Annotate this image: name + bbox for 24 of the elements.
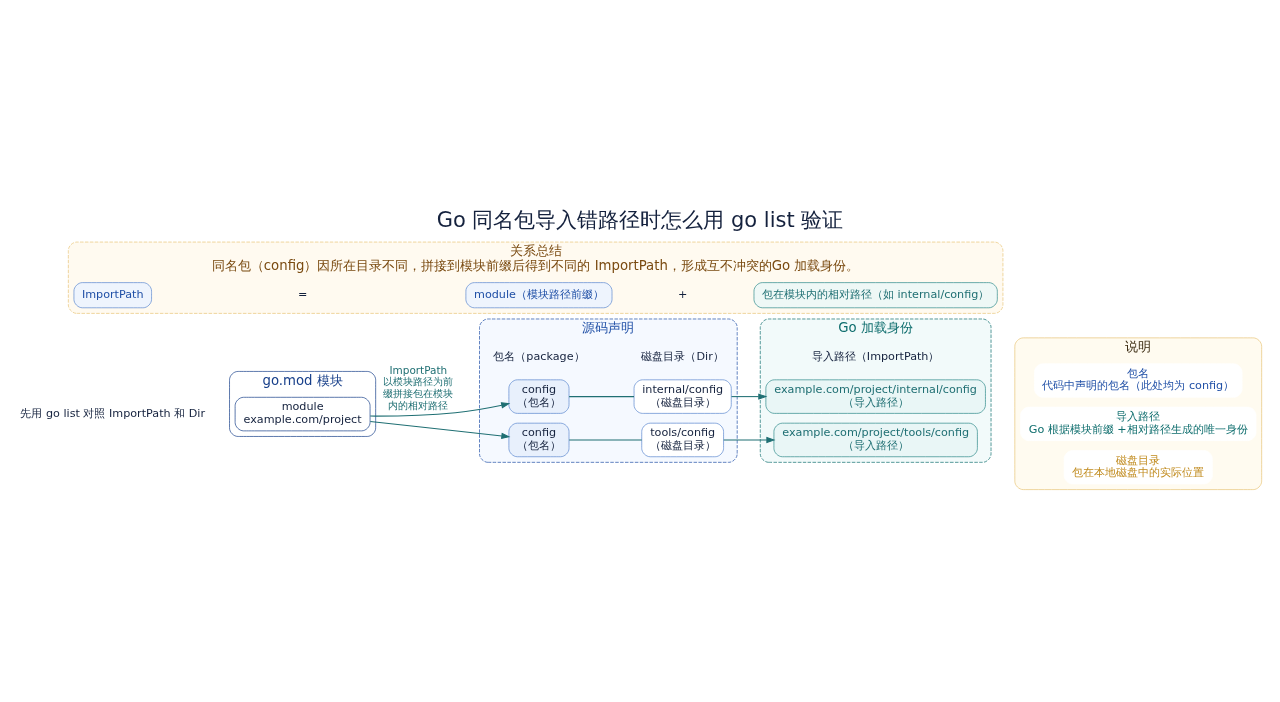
node-box: ImportPath (73, 281, 152, 308)
label: 先用 go list 对照 ImportPath 和 Dir (20, 406, 206, 420)
label: + (677, 287, 688, 301)
label: 导入路径（ImportPath） (811, 349, 940, 363)
edge-label: ImportPath 以模块路径为前缀拼接包在模块内的相对路径 (383, 363, 454, 411)
node-box: 包在模块内的相对路径（如 internal/config） (753, 281, 998, 308)
arrow (723, 436, 776, 443)
node-box: config （包名） (508, 422, 570, 457)
arrow (369, 401, 511, 417)
connector (568, 438, 643, 440)
connector (568, 395, 635, 397)
label: 磁盘目录（Dir） (641, 349, 724, 363)
arrow (730, 392, 768, 400)
node-box: module（模块路径前缀） (465, 281, 613, 308)
node-box: module example.com/project (234, 396, 371, 431)
diagram-title: Go 同名包导入错路径时怎么用 go list 验证 (436, 207, 844, 232)
node-box: example.com/project/internal/config （导入路径） (765, 378, 986, 414)
node-box: tools/config （磁盘目录） (641, 422, 724, 457)
node-box: example.com/project/tools/config （导入路径） (773, 422, 978, 457)
node-box: internal/config （磁盘目录） (633, 378, 732, 414)
arrow (369, 420, 511, 439)
label: = (297, 287, 308, 301)
label: 包名（package） (493, 349, 585, 363)
node-box: config （包名） (508, 378, 570, 414)
